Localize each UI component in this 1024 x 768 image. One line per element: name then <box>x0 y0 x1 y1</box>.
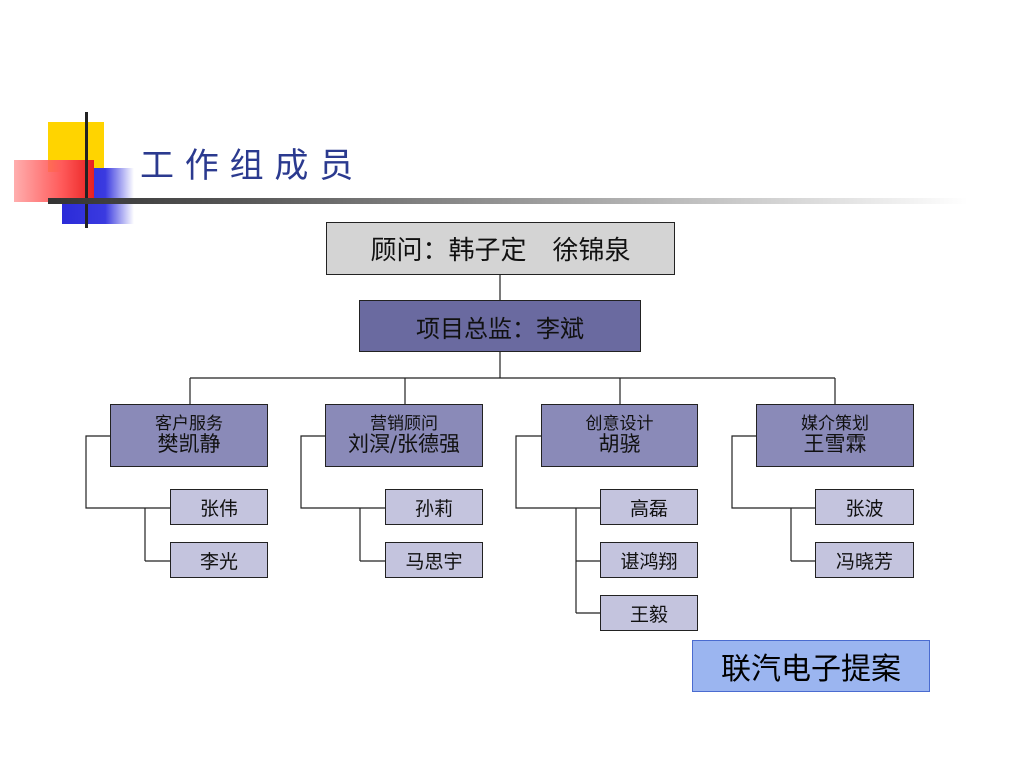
member-name: 谌鸿翔 <box>620 550 678 573</box>
member-name: 王毅 <box>629 603 668 626</box>
proposal-badge: 联汽电子提案 <box>692 640 930 692</box>
member-box: 王毅 <box>600 595 698 631</box>
dept-head: 胡骁 <box>598 432 641 457</box>
member-name: 张伟 <box>199 497 238 520</box>
advisor-box: 顾问：韩子定 徐锦泉 <box>326 222 675 275</box>
proposal-badge-text: 联汽电子提案 <box>721 652 901 687</box>
member-name: 孙莉 <box>414 497 453 520</box>
page-title: 工 作 组 成 员 <box>140 146 354 186</box>
member-box: 马思宇 <box>385 542 483 578</box>
dept-box-media: 媒介策划 王雪霖 <box>756 404 914 467</box>
dept-head: 樊凯静 <box>157 432 221 457</box>
dept-role: 创意设计 <box>585 413 654 434</box>
member-box: 谌鸿翔 <box>600 542 698 578</box>
dept-role: 营销顾问 <box>370 413 438 434</box>
title-underline <box>48 198 968 204</box>
member-box: 张伟 <box>170 489 268 525</box>
member-box: 李光 <box>170 542 268 578</box>
advisor-text: 顾问：韩子定 徐锦泉 <box>370 236 631 266</box>
dept-box-customer-service: 客户服务 樊凯静 <box>110 404 268 467</box>
member-name: 马思宇 <box>405 550 463 573</box>
member-name: 高磊 <box>629 497 668 520</box>
dept-box-marketing: 营销顾问 刘溟/张德强 <box>325 404 483 467</box>
member-box: 张波 <box>815 489 914 525</box>
member-box: 冯晓芳 <box>815 542 914 578</box>
dept-role: 媒介策划 <box>801 413 869 434</box>
director-text: 项目总监：李斌 <box>416 314 584 343</box>
dept-head: 王雪霖 <box>803 432 867 457</box>
dept-head: 刘溟/张德强 <box>347 432 461 457</box>
member-name: 李光 <box>199 550 238 573</box>
dept-role: 客户服务 <box>155 413 223 434</box>
deco-vertical-line <box>85 112 88 228</box>
director-box: 项目总监：李斌 <box>359 300 641 352</box>
member-box: 孙莉 <box>385 489 483 525</box>
member-box: 高磊 <box>600 489 698 525</box>
deco-red-square <box>14 160 94 202</box>
dept-box-creative: 创意设计 胡骁 <box>541 404 698 467</box>
member-name: 张波 <box>845 497 884 520</box>
member-name: 冯晓芳 <box>835 550 893 573</box>
